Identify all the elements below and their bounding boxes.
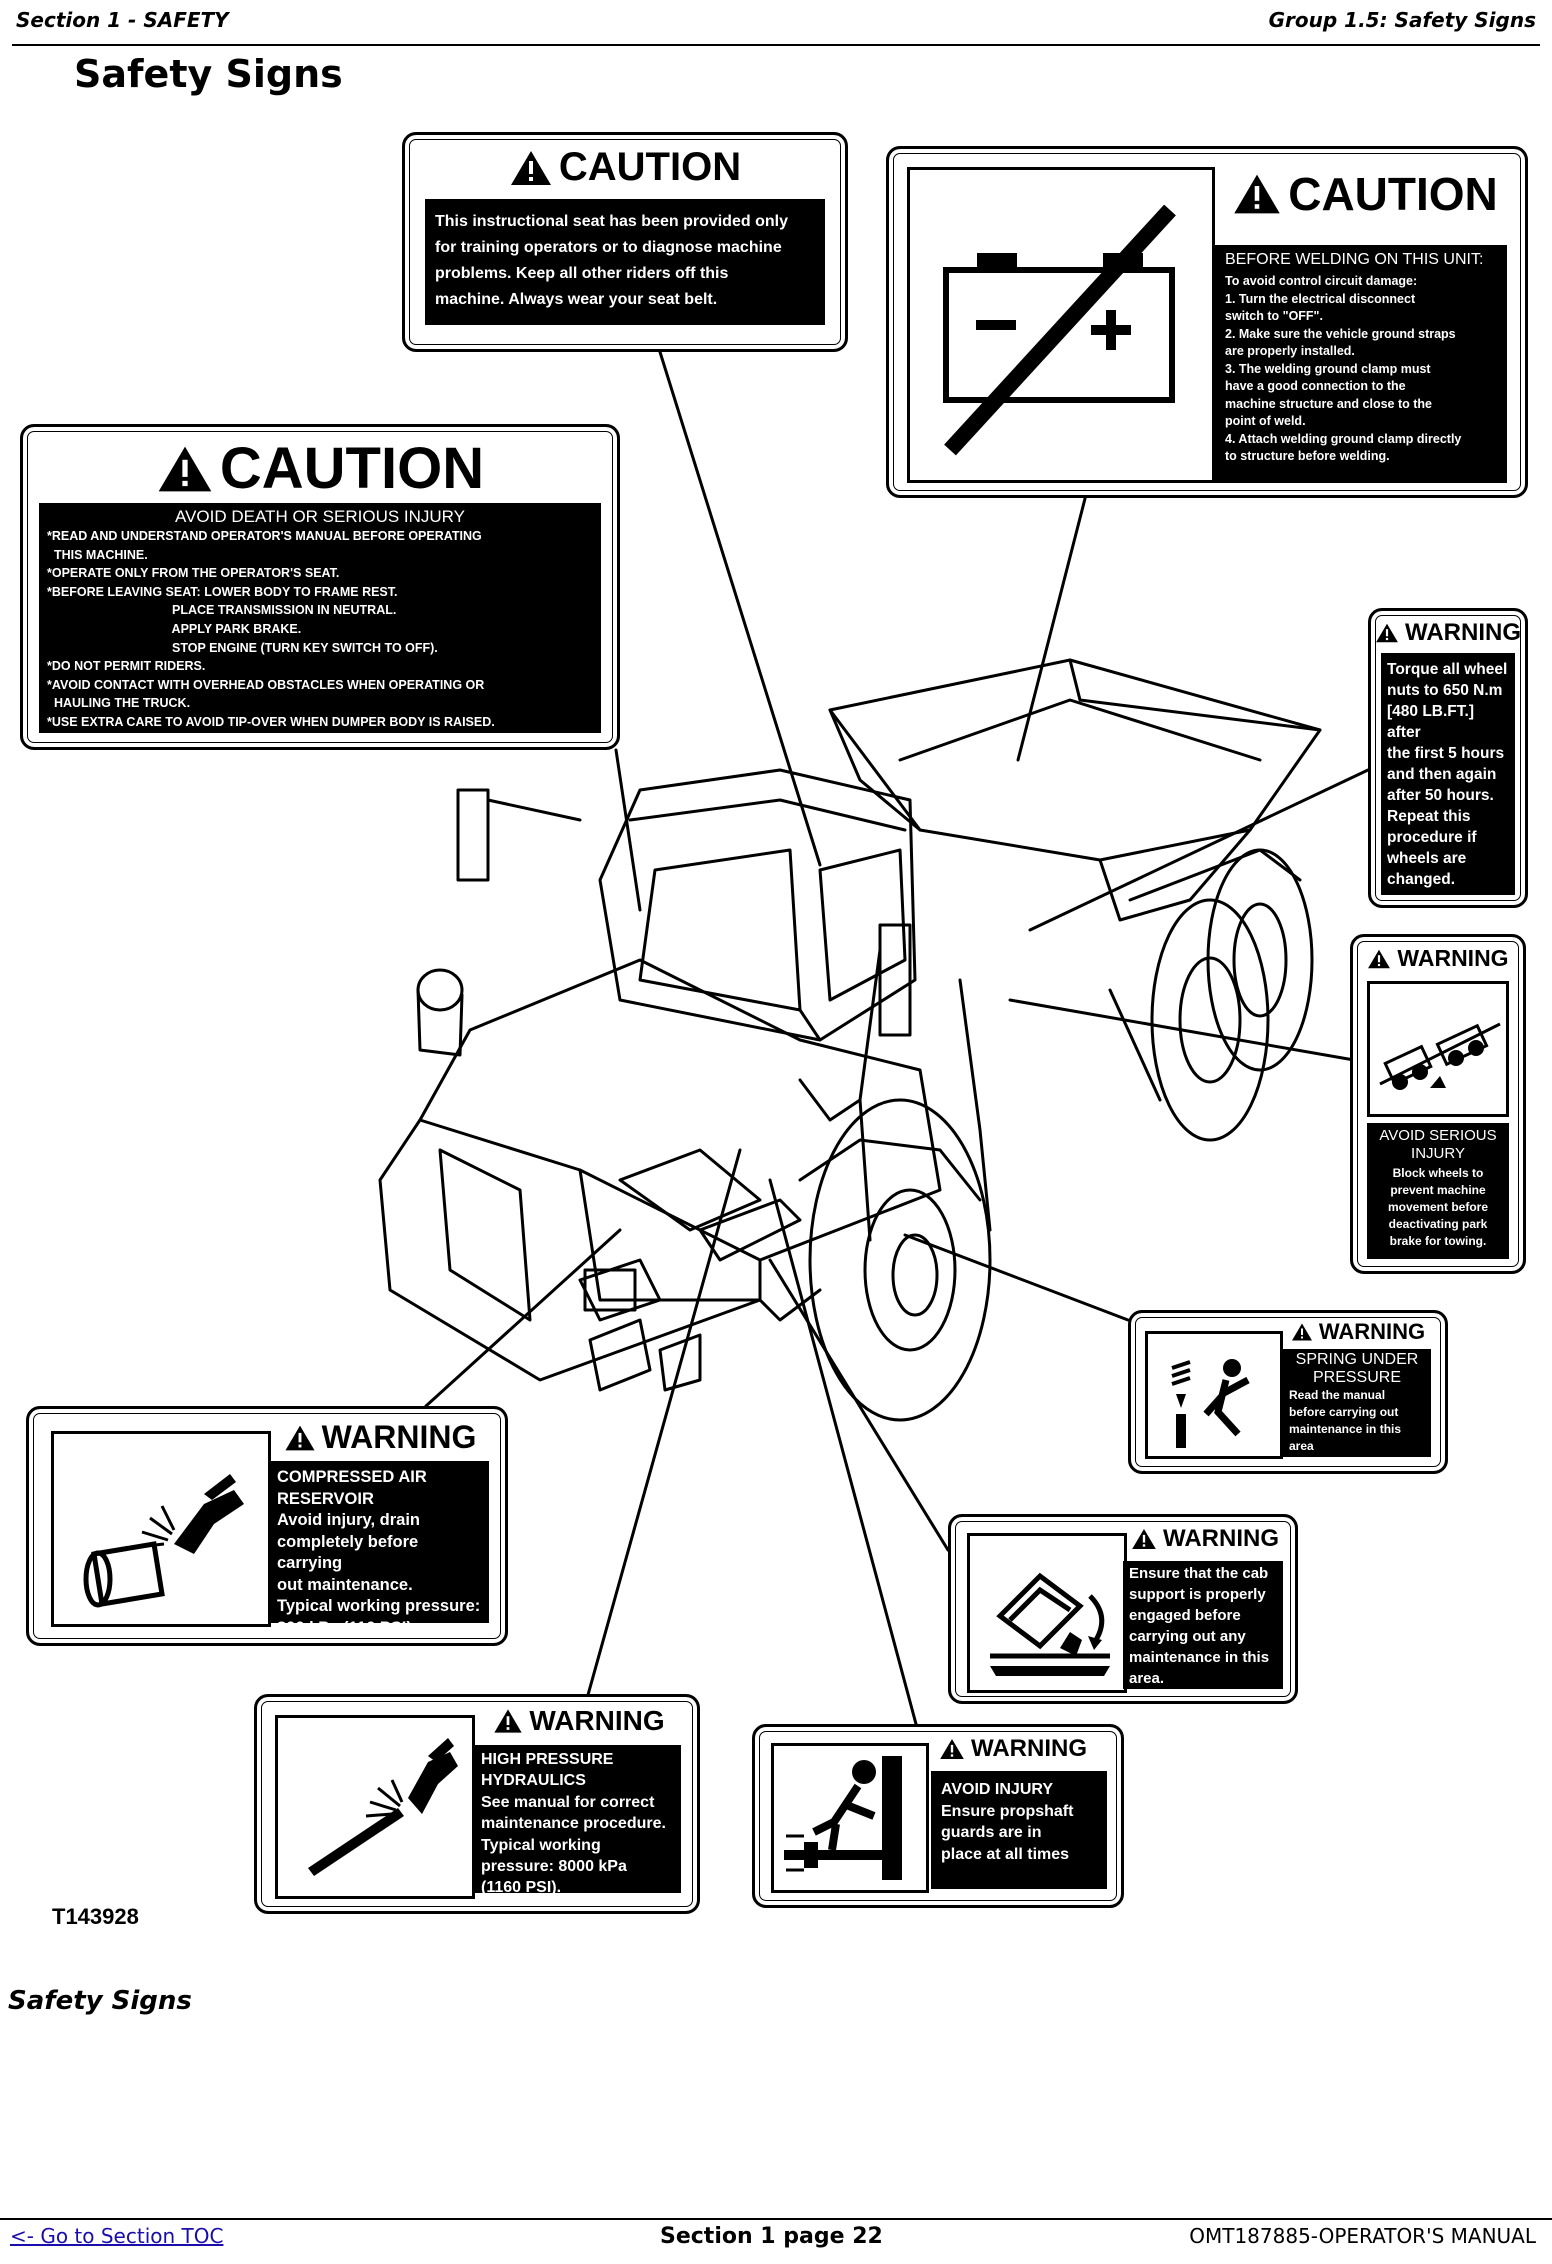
warning-towing-decal: WARNING AVOID SERIOUS INJURY Block wheel… — [1350, 934, 1526, 1274]
sign-heading: WARNING — [529, 1705, 665, 1736]
sign-subheading: BEFORE WELDING ON THIS UNIT: — [1225, 251, 1484, 268]
warning-spring-decal: WARNING SPRING UNDER PRESSURE Read the m… — [1128, 1310, 1448, 1474]
sign-subheading: AVOID SERIOUS INJURY — [1379, 1127, 1497, 1162]
sign-text: Block wheels to prevent machine movement… — [1387, 1166, 1489, 1248]
sign-text: COMPRESSED AIR RESERVOIR Avoid injury, d… — [269, 1461, 489, 1637]
sign-panel: AVOID DEATH OR SERIOUS INJURY *READ AND … — [39, 503, 601, 733]
page-title: Safety Signs — [74, 52, 343, 96]
caution-operator-decal: CAUTION AVOID DEATH OR SERIOUS INJURY *R… — [20, 424, 620, 750]
hydraulic-spray-pictogram — [275, 1715, 475, 1899]
battery-disconnect-pictogram — [907, 167, 1215, 483]
header-divider — [12, 44, 1540, 46]
air-spray-icon — [83, 1474, 244, 1608]
battery-icon — [943, 204, 1176, 456]
propshaft-pictogram — [771, 1743, 929, 1893]
sign-heading: CAUTION — [558, 145, 742, 189]
warning-wheel-nuts-decal: WARNING Torque all wheel nuts to 650 N.m… — [1368, 608, 1528, 908]
page-number: Section 1 page 22 — [660, 2224, 883, 2249]
propshaft-icon — [784, 1756, 902, 1880]
spring-pictogram — [1145, 1331, 1283, 1459]
air-reservoir-pictogram — [51, 1431, 271, 1627]
sign-heading: WARNING — [1163, 1525, 1279, 1552]
warning-triangle-icon — [1367, 948, 1391, 970]
sign-text: Ensure that the cab support is properly … — [1123, 1561, 1283, 1689]
header-group: Group 1.5: Safety Signs — [1268, 8, 1536, 32]
figure-caption: Safety Signs — [8, 1986, 192, 2016]
warning-compressed-air-decal: WARNING COMPRESSED AIR RESERVOIR Avoid i… — [26, 1406, 508, 1646]
warning-triangle-icon — [1291, 1322, 1313, 1342]
sign-text: HIGH PRESSURE HYDRAULICS See manual for … — [473, 1745, 681, 1896]
header-section: Section 1 - SAFETY — [16, 8, 229, 32]
section-toc-link[interactable]: <- Go to Section TOC — [10, 2224, 224, 2248]
tow-icon — [1379, 1022, 1501, 1090]
spring-icon — [1171, 1359, 1250, 1448]
sign-subheading: AVOID DEATH OR SERIOUS INJURY — [175, 507, 465, 526]
warning-triangle-icon — [939, 1737, 965, 1761]
tow-truck-pictogram — [1367, 981, 1509, 1117]
warning-triangle-icon — [1131, 1527, 1157, 1551]
caution-welding-decal: CAUTION BEFORE WELDING ON THIS UNIT: To … — [886, 146, 1528, 498]
sign-heading: WARNING — [971, 1735, 1087, 1762]
sign-heading: WARNING — [1405, 619, 1521, 646]
warning-triangle-icon — [284, 1424, 316, 1452]
warning-triangle-icon — [1375, 622, 1399, 644]
dump-truck-illustration — [378, 204, 1370, 1726]
warning-triangle-icon — [156, 444, 214, 494]
figure-id: T143928 — [52, 1904, 139, 1929]
sign-heading: WARNING — [1397, 945, 1509, 971]
sign-panel: BEFORE WELDING ON THIS UNIT: To avoid co… — [1215, 245, 1507, 483]
sign-panel: SPRING UNDER PRESSURE Read the manual be… — [1283, 1349, 1431, 1457]
warning-propshaft-decal: WARNING AVOID INJURY Ensure propshaft gu… — [752, 1724, 1124, 1908]
sign-text: This instructional seat has been provide… — [425, 199, 825, 325]
footer-divider — [0, 2218, 1552, 2220]
warning-triangle-icon — [493, 1708, 523, 1734]
sign-heading: WARNING — [321, 1419, 477, 1455]
sign-heading: CAUTION — [219, 436, 485, 501]
manual-id: OMT187885-OPERATOR'S MANUAL — [1189, 2224, 1536, 2248]
cab-tilt-icon — [990, 1572, 1110, 1676]
sign-text: To avoid control circuit damage: 1. Turn… — [1225, 274, 1462, 463]
warning-cab-support-decal: WARNING Ensure that the cab support is p… — [948, 1514, 1298, 1704]
sign-text: AVOID INJURY Ensure propshaft guards are… — [931, 1771, 1107, 1889]
sign-panel: AVOID SERIOUS INJURY Block wheels to pre… — [1367, 1123, 1509, 1259]
sign-heading: WARNING — [1318, 1319, 1426, 1344]
warning-triangle-icon — [1232, 172, 1282, 216]
sign-text: Torque all wheel nuts to 650 N.m [480 LB… — [1381, 653, 1515, 895]
warning-triangle-icon — [509, 149, 553, 187]
sign-text: *READ AND UNDERSTAND OPERATOR'S MANUAL B… — [47, 529, 495, 729]
caution-seat-decal: CAUTION This instructional seat has been… — [402, 132, 848, 352]
sign-heading: CAUTION — [1288, 168, 1498, 220]
hydraulic-jet-icon — [308, 1738, 458, 1876]
sign-text: Read the manual before carrying out main… — [1289, 1388, 1402, 1453]
cab-tilt-pictogram — [967, 1533, 1127, 1693]
sign-subheading: SPRING UNDER PRESSURE — [1295, 1351, 1419, 1386]
warning-hydraulics-decal: WARNING HIGH PRESSURE HYDRAULICS See man… — [254, 1694, 700, 1914]
